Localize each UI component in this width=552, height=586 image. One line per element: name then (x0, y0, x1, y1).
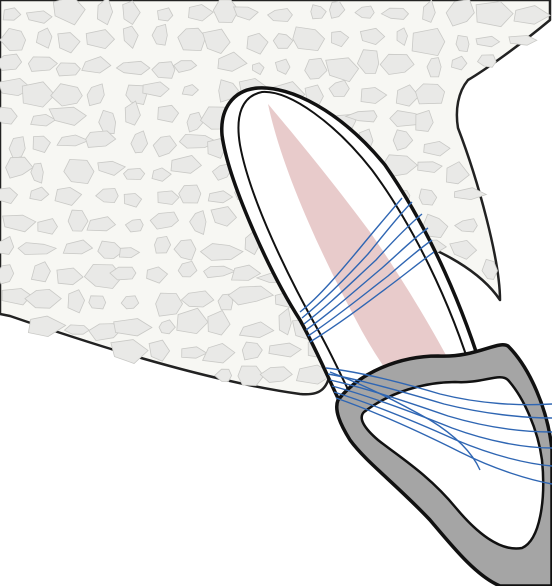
trabecula (56, 63, 80, 76)
trabecula (89, 296, 106, 309)
trabecula (412, 28, 445, 55)
trabecula (509, 36, 537, 46)
trabecula (416, 84, 445, 104)
